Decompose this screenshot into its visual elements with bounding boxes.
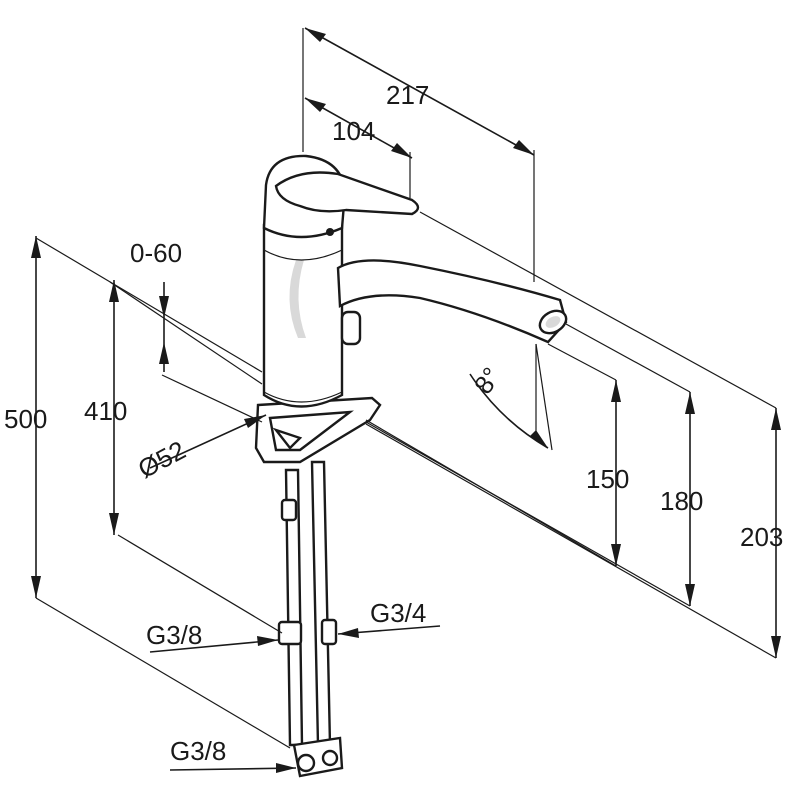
dim-deck-thickness: 0-60 <box>130 238 182 268</box>
spout <box>336 259 568 344</box>
dim-height-hoses: 410 <box>84 396 127 426</box>
extension-lines <box>35 28 777 749</box>
base-plate <box>254 396 382 464</box>
dim-total-height: 203 <box>740 522 783 552</box>
dim-spout-offset: 104 <box>332 116 375 146</box>
dim-width-total: 217 <box>386 80 429 110</box>
faucet-illustration <box>254 154 568 778</box>
conn-inlet-upper-right: G3/4 <box>370 598 426 628</box>
dim-height-total: 500 <box>4 404 47 434</box>
dim-spout-height: 150 <box>586 464 629 494</box>
conn-inlet-upper-left: G3/8 <box>146 620 202 650</box>
faucet-cylinder <box>262 223 362 408</box>
conn-inlet-lower: G3/8 <box>170 736 226 766</box>
dim-lever-height: 180 <box>660 486 703 516</box>
dim-diameter: Ø52 <box>133 435 190 485</box>
dimension-labels: 217 104 0-60 500 410 Ø52 8° 150 180 203 … <box>4 80 783 766</box>
dimension-lines <box>31 27 781 773</box>
dim-angle: 8° <box>468 362 507 400</box>
supply-hoses <box>277 460 344 778</box>
lever-handle <box>262 154 420 239</box>
